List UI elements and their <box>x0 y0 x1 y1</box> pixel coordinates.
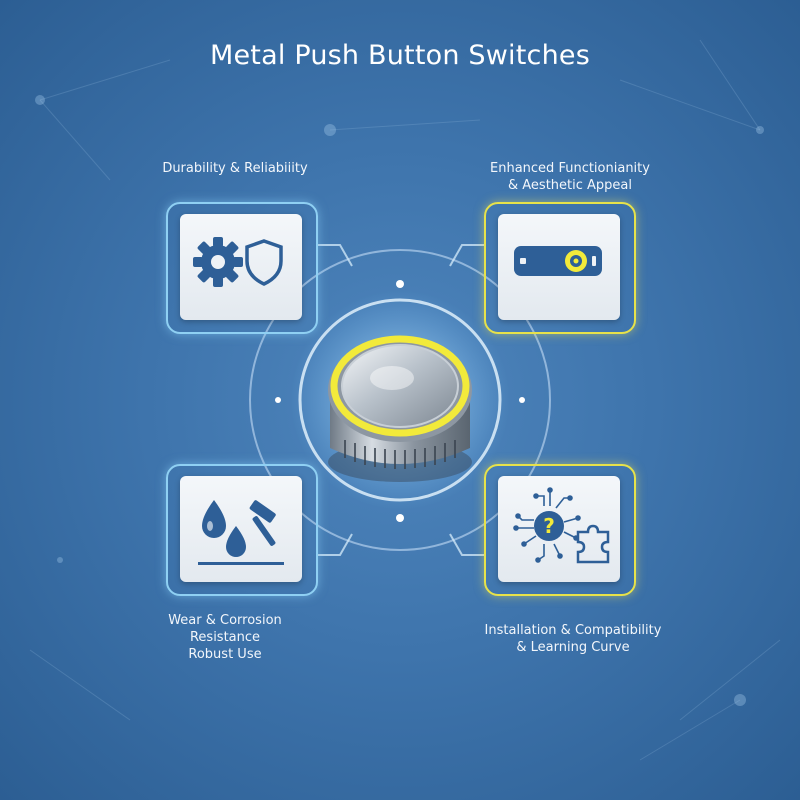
feature-label-durability: Durability & Reliabiiity <box>162 161 308 176</box>
feature-frame-functionality <box>484 202 636 334</box>
feature-frame-corrosion <box>166 464 318 596</box>
ground-line <box>198 562 284 565</box>
water-drops-icon <box>202 500 246 557</box>
switch-icon <box>514 246 602 276</box>
feature-frame-installation <box>484 464 636 596</box>
push-button-switch <box>328 335 472 482</box>
puzzle-icon <box>576 524 610 564</box>
page-title: Metal Push Button Switches <box>210 40 590 71</box>
question-icon: ? <box>534 511 564 541</box>
feature-card-installation: ? <box>498 476 620 582</box>
svg-text:?: ? <box>543 514 555 538</box>
circuit-brain-icon <box>513 487 581 563</box>
shield-icon <box>245 239 283 286</box>
ring-node-top <box>396 280 404 288</box>
feature-card-durability <box>180 214 302 320</box>
ring-node-right <box>519 397 525 403</box>
hammer-icon <box>249 500 276 546</box>
outer-ring <box>249 249 551 551</box>
feature-label-installation: Installation & Compatibility & Learning … <box>484 623 662 655</box>
ring-node-bottom <box>396 514 404 522</box>
network-nodes <box>35 95 764 706</box>
feature-card-functionality <box>498 214 620 320</box>
network-background <box>29 39 781 761</box>
ring-node-left <box>275 397 281 403</box>
feature-label-corrosion: Wear & Corrosion Resistance Robust Use <box>168 613 282 662</box>
feature-label-functionality: Enhanced Functionianity & Aesthetic Appe… <box>490 161 650 193</box>
feature-frame-durability <box>166 202 318 334</box>
inner-ring <box>298 298 502 502</box>
connectors <box>316 244 484 556</box>
feature-card-corrosion <box>180 476 302 582</box>
gear-icon <box>193 237 243 287</box>
